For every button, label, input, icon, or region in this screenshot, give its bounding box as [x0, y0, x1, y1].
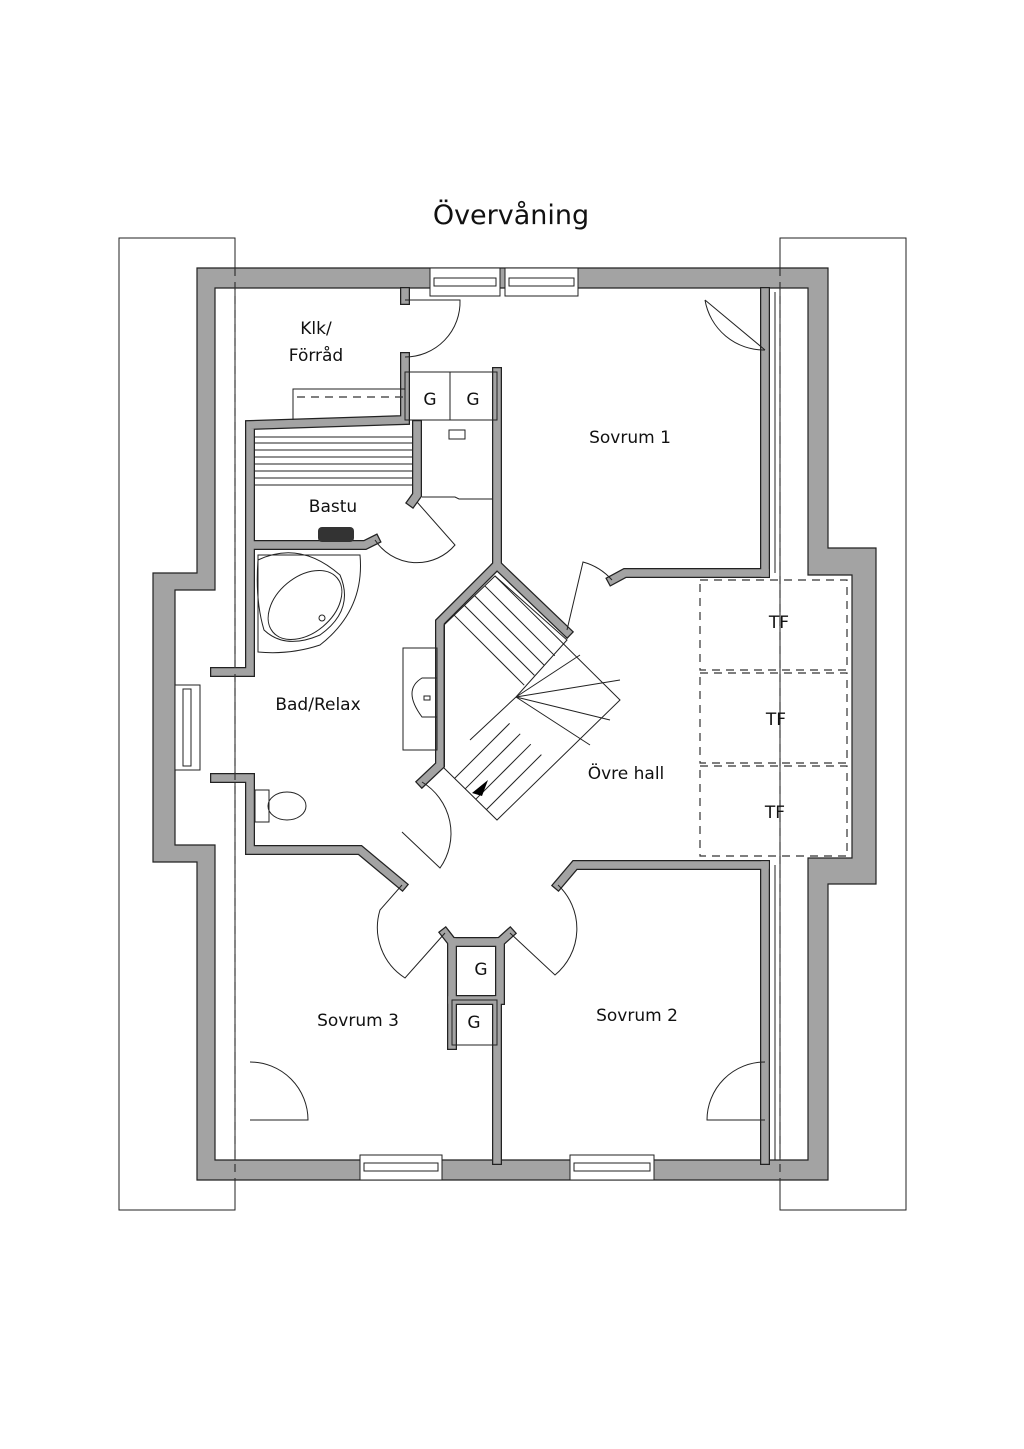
storage-label: TF: [765, 710, 786, 730]
room-label-sovrum2: Sovrum 2: [596, 1006, 678, 1026]
stair-tread: [475, 743, 532, 800]
room-label-sovrum3: Sovrum 3: [317, 1011, 399, 1031]
wardrobe-top: [404, 371, 498, 421]
room-label-bastu: Bastu: [309, 497, 357, 517]
sauna-bench: [255, 436, 413, 486]
sink: [402, 647, 438, 751]
corner-bathtub: [256, 552, 361, 654]
room-label-forrad: Förråd: [289, 345, 343, 366]
stair-tread: [486, 754, 542, 810]
stair-direction-arrow-icon: [472, 780, 488, 796]
storage-label: TF: [764, 803, 785, 823]
wardrobe-label: G: [466, 390, 479, 410]
stair-tread: [515, 696, 611, 721]
storage-label: TF: [768, 613, 789, 633]
exterior-wall: [152, 267, 877, 1181]
stair-tread: [464, 733, 521, 790]
roof-outline-right: [779, 237, 907, 1211]
storage-areas: [699, 579, 848, 857]
stair-tread: [474, 595, 545, 666]
stair-tread: [454, 723, 510, 779]
wardrobe-label: G: [423, 390, 436, 410]
stair-tread: [464, 605, 535, 676]
stair-tread: [515, 679, 621, 698]
wardrobe-label: G: [474, 960, 487, 980]
room-label-sovrum1: Sovrum 1: [589, 428, 671, 448]
room-label-bad-relax: Bad/Relax: [275, 695, 360, 715]
toilet: [254, 789, 307, 823]
shower-screen: [422, 496, 493, 500]
doors: [249, 299, 766, 1121]
windows: [174, 267, 655, 1181]
wardrobe-label: G: [467, 1013, 480, 1033]
stair-tread: [484, 585, 556, 657]
stair-tread: [453, 614, 525, 686]
room-label-ovre-hall: Övre hall: [588, 762, 665, 784]
shower-head-icon: [448, 429, 466, 440]
room-label-klk: Klk/: [300, 319, 332, 339]
page-title: Övervåning: [433, 199, 589, 231]
staircase: [443, 575, 621, 821]
stair-tread: [515, 696, 591, 746]
sauna-heater-icon: [318, 527, 354, 542]
stair-tread: [515, 654, 581, 698]
